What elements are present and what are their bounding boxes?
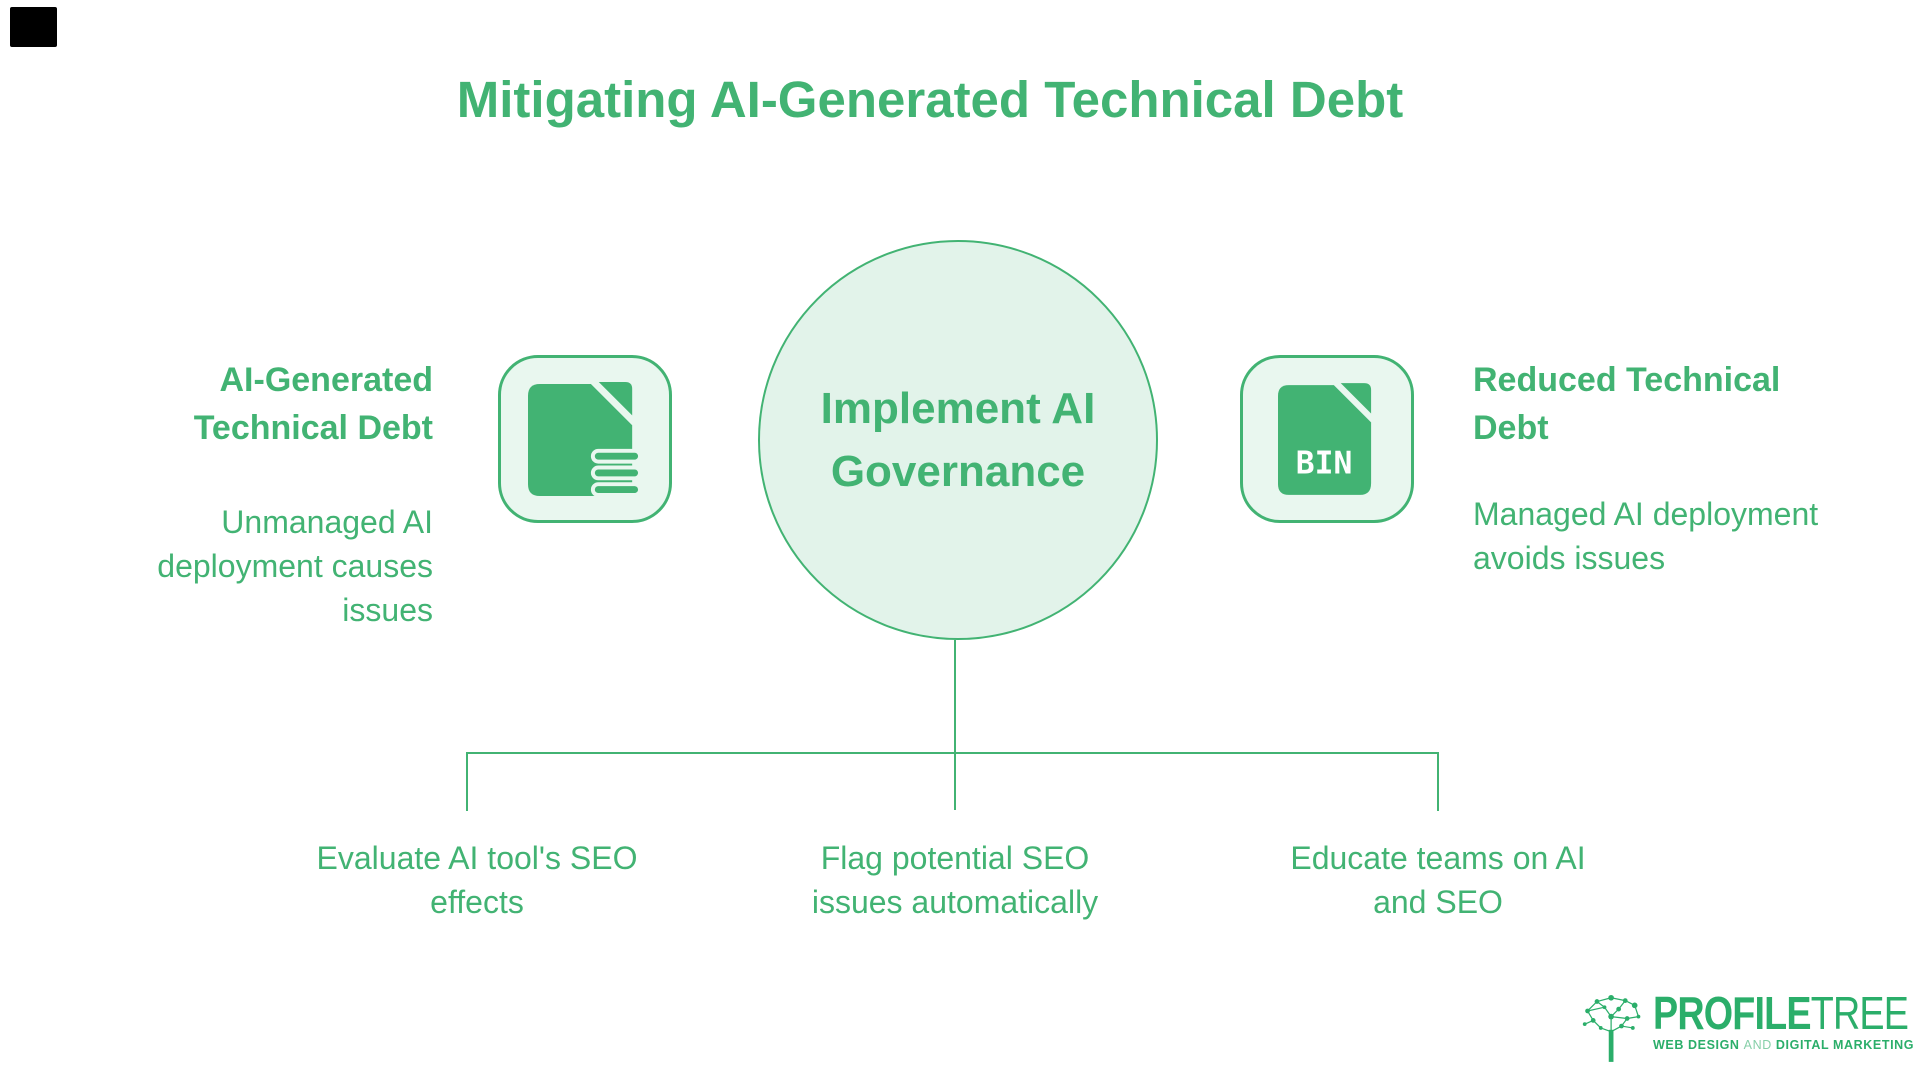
branch-label-line: Evaluate AI tool's SEO xyxy=(316,840,638,876)
central-node-label-line: Implement AI xyxy=(820,384,1096,433)
left-heading: AI-Generated Technical Debt xyxy=(80,356,433,452)
logo-tagline-digital-marketing: DIGITAL MARKETING xyxy=(1775,1038,1915,1052)
document-icon xyxy=(528,382,642,496)
left-description-line: deployment causes xyxy=(157,548,433,584)
logo-brand-light: TREE xyxy=(1810,987,1909,1039)
left-description: Unmanaged AI deployment causes issues xyxy=(60,500,433,632)
right-heading-line: Debt xyxy=(1473,409,1549,447)
logo-tagline-and: AND xyxy=(1743,1038,1772,1052)
left-description-line: issues xyxy=(342,592,433,628)
left-heading-line: AI-Generated xyxy=(219,361,434,399)
branch-label-line: Educate teams on AI xyxy=(1290,840,1586,876)
right-heading: Reduced Technical Debt xyxy=(1473,356,1893,452)
branch-label-line: issues automatically xyxy=(811,884,1099,920)
branch-label-educate: Educate teams on AI and SEO xyxy=(1218,836,1658,924)
left-description-line: Unmanaged AI xyxy=(221,504,433,540)
branch-label-line: and SEO xyxy=(1373,884,1503,920)
connector-center-vertical-line xyxy=(954,640,956,810)
left-icon-tile xyxy=(498,355,672,523)
bin-icon-label: BIN xyxy=(1296,445,1353,481)
tree-network-icon xyxy=(1582,994,1641,1062)
connector-horizontal-line xyxy=(466,752,1439,754)
central-node-label-line: Governance xyxy=(830,447,1086,496)
branch-label-flag: Flag potential SEO issues automatically xyxy=(735,836,1175,924)
right-icon-tile: BIN xyxy=(1240,355,1414,523)
left-heading-line: Technical Debt xyxy=(193,409,433,447)
right-description: Managed AI deployment avoids issues xyxy=(1473,492,1913,580)
branch-label-line: effects xyxy=(430,884,524,920)
bin-file-icon: BIN xyxy=(1278,383,1372,495)
right-description-line: avoids issues xyxy=(1473,540,1666,576)
corner-marker xyxy=(10,7,57,47)
logo-brand-bold: PROFILE xyxy=(1653,987,1812,1039)
page-title: Mitigating AI-Generated Technical Debt xyxy=(456,71,1404,128)
logo-tagline: WEB DESIGN AND DIGITAL MARKETING xyxy=(1653,1038,1920,1052)
central-node-label: Implement AI Governance xyxy=(821,377,1096,503)
connector-right-drop-line xyxy=(1437,752,1439,811)
logo-tagline-web-design: WEB DESIGN xyxy=(1653,1038,1740,1052)
branch-label-line: Flag potential SEO xyxy=(820,840,1090,876)
logo-text: PROFILETREE WEB DESIGN AND DIGITAL MARKE… xyxy=(1653,990,1920,1052)
branch-label-evaluate: Evaluate AI tool's SEO effects xyxy=(257,836,697,924)
right-heading-line: Reduced Technical xyxy=(1473,361,1781,399)
profiletree-logo: PROFILETREE WEB DESIGN AND DIGITAL MARKE… xyxy=(1580,990,1920,1064)
connector-left-drop-line xyxy=(466,752,468,811)
central-node: Implement AI Governance xyxy=(758,240,1158,640)
logo-brand-name: PROFILETREE xyxy=(1653,987,1909,1039)
right-description-line: Managed AI deployment xyxy=(1473,496,1819,532)
